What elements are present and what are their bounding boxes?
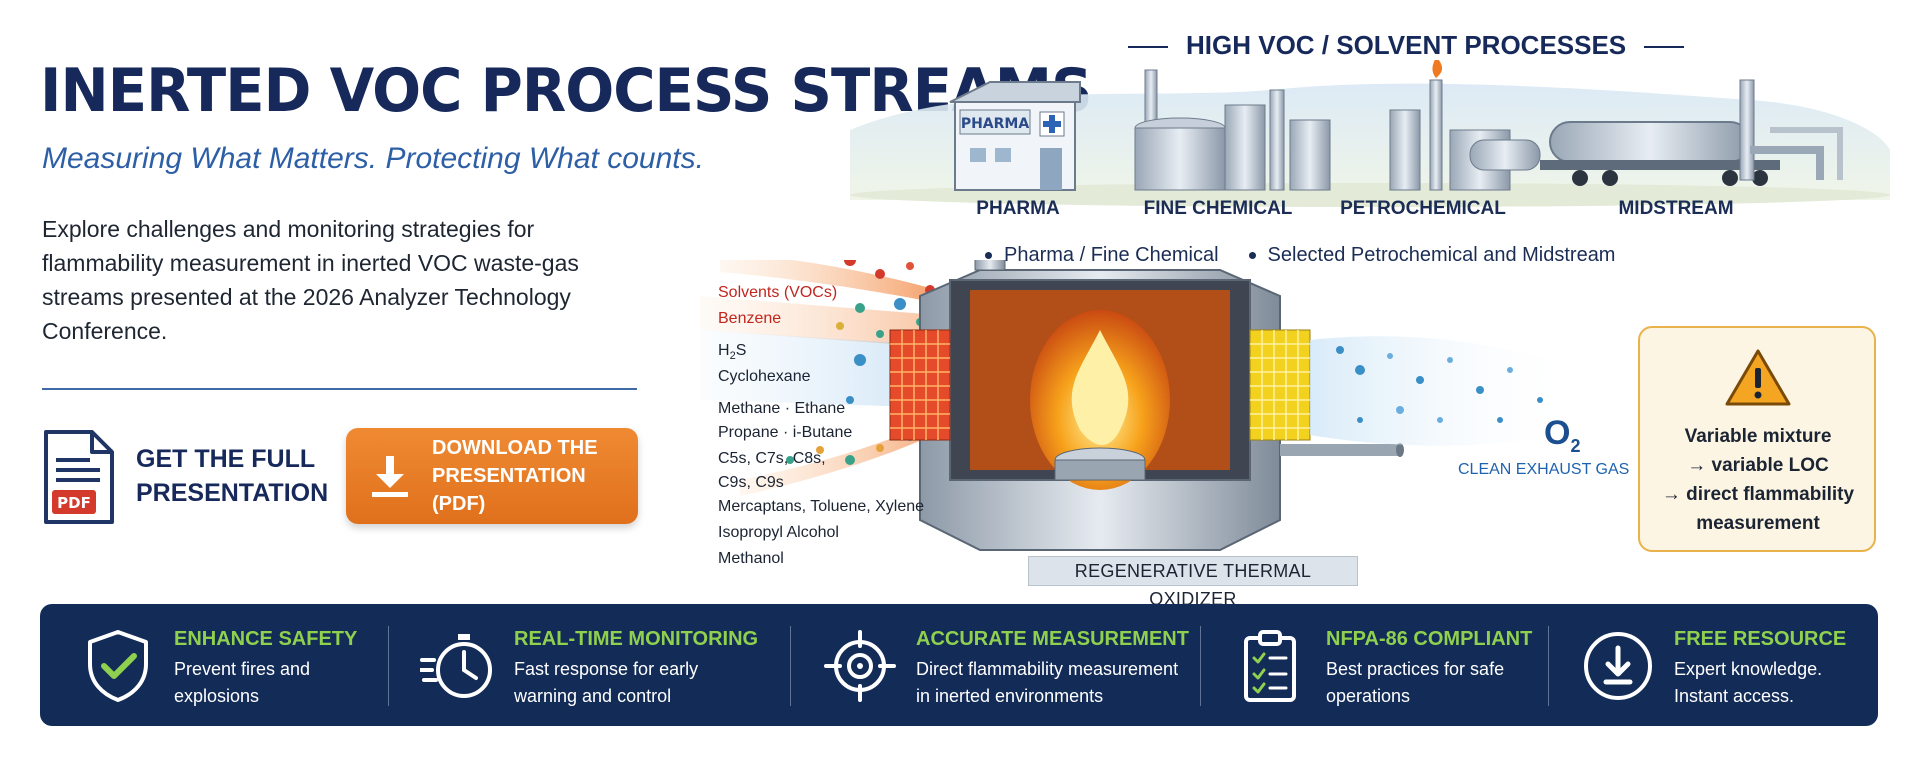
gas-mercaptans: Mercaptans, Toluene, Xylene: [718, 498, 925, 515]
pdf-badge-text: PDF: [57, 494, 91, 512]
feature-title: ENHANCE SAFETY: [174, 628, 358, 650]
intro-text: Explore challenges and monitoring strate…: [42, 216, 579, 344]
target-icon: [824, 630, 896, 702]
download-presentation-button[interactable]: DOWNLOAD THE PRESENTATION (PDF): [346, 428, 638, 524]
ceramic-media-right: [1249, 329, 1311, 441]
shield-check-icon: [88, 630, 148, 702]
bullet-dot: [1248, 252, 1256, 260]
industry-skyline-illustration: PHARMA: [850, 60, 1890, 207]
stopwatch-icon: [420, 634, 492, 698]
industry-label-pharma: PHARMA: [976, 198, 1060, 219]
feature-divider: [790, 626, 791, 706]
oxidizer-flow-illustration: [700, 260, 1580, 551]
warning-triangle-icon: [1725, 349, 1791, 406]
gas-isopropyl-alcohol: Isopropyl Alcohol: [718, 524, 839, 541]
gas-h2s: H2S: [718, 342, 747, 363]
feature-title: REAL-TIME MONITORING: [514, 628, 759, 650]
feature-title: ACCURATE MEASUREMENT: [916, 628, 1189, 650]
feature-title: NFPA-86 COMPLIANT: [1326, 628, 1533, 650]
warning-callout: Variable mixture → variable LOC → direct…: [1638, 326, 1876, 552]
ceramic-media-left: [889, 329, 951, 441]
industry-label-midstream: MIDSTREAM: [1618, 198, 1734, 219]
thermal-oxidizer-icon: [889, 260, 1404, 551]
page-subtitle: Measuring What Matters. Protecting What …: [42, 142, 704, 175]
industry-label-petrochemical: PETROCHEMICAL: [1340, 198, 1506, 219]
industry-labels: PHARMA FINE CHEMICAL PETROCHEMICAL MIDST…: [850, 198, 1890, 228]
rto-label: REGENERATIVE THERMAL OXIDIZER: [1028, 556, 1358, 609]
download-button-label: DOWNLOAD THE PRESENTATION (PDF): [432, 437, 598, 515]
pharma-building-icon: PHARMA: [949, 81, 1081, 191]
fine-chemical-plant-icon: [1134, 69, 1331, 191]
bullet-dot: [985, 252, 992, 260]
gas-c9: C9s, C9s: [718, 474, 784, 491]
petrochemical-plant-icon: [1389, 60, 1541, 191]
gas-c5-c8: C5s, C7s, C8s,: [718, 450, 826, 467]
clipboard-icon: [1244, 630, 1296, 702]
feature-title: FREE RESOURCE: [1674, 628, 1847, 650]
gas-cyclohexane: Cyclohexane: [718, 368, 811, 385]
o2-label: O2: [1544, 414, 1581, 456]
feature-body: Direct flammability measurement in inert…: [916, 659, 1179, 706]
page-title: INERTED VOC PROCESS STREAMS: [40, 56, 1093, 126]
gas-methanol: Methanol: [718, 550, 784, 567]
pharma-sign-text: PHARMA: [961, 116, 1030, 132]
gas-methane-ethane: Methane · Ethane: [718, 400, 846, 417]
gas-solvents: Solvents (VOCs): [718, 284, 838, 301]
divider: [42, 388, 637, 390]
industry-label-fine-chemical: FINE CHEMICAL: [1143, 198, 1293, 219]
gas-propane-butane: Propane · i-Butane: [718, 424, 853, 441]
feature-body: Prevent fires and explosions: [174, 659, 311, 706]
gas-benzene: Benzene: [718, 310, 782, 327]
feature-body: Expert knowledge. Instant access.: [1674, 659, 1823, 706]
get-full-presentation-label: GET THE FULL PRESENTATION: [136, 445, 329, 507]
midstream-tanker-icon: [1540, 79, 1843, 186]
warning-text: Variable mixture → variable LOC → direct…: [1661, 426, 1855, 534]
feature-divider: [1548, 626, 1549, 706]
clean-exhaust-label: CLEAN EXHAUST GAS: [1458, 461, 1630, 478]
industries-title: HIGH VOC / SOLVENT PROCESSES: [1110, 30, 1626, 61]
download-arrow-icon: [372, 456, 408, 497]
feature-divider: [1200, 626, 1201, 706]
features-banner: ENHANCE SAFETY Prevent fires and explosi…: [40, 604, 1878, 726]
exhaust-particles: [1336, 346, 1543, 423]
download-circle-icon: [1584, 632, 1652, 700]
pdf-file-icon: PDF: [44, 430, 114, 524]
feature-body: Fast response for early warning and cont…: [514, 659, 699, 706]
feature-divider: [388, 626, 389, 706]
feature-body: Best practices for safe operations: [1326, 659, 1505, 706]
